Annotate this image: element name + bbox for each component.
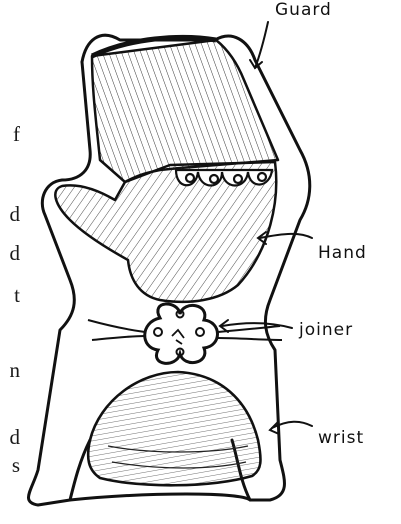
label-hand: Hand — [318, 245, 367, 262]
label-wrist: wrist — [318, 430, 364, 447]
joiner-arrow — [222, 323, 292, 328]
joiner-piece — [145, 304, 218, 363]
label-guard: Guard — [275, 2, 332, 19]
label-joiner: joiner — [299, 322, 353, 339]
guard-arrow — [255, 22, 268, 68]
